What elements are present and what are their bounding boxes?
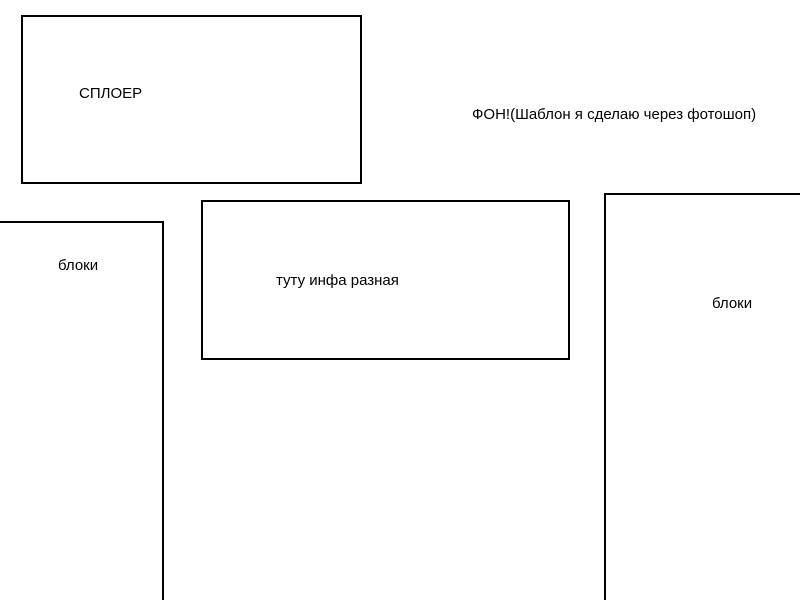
blocks-left-column [0, 221, 164, 600]
info-label: туту инфа разная [276, 272, 399, 289]
background-note: ФОН!(Шаблон я сделаю через фотошоп) [472, 106, 757, 123]
blocks-left-label: блоки [58, 257, 99, 274]
blocks-right-column [604, 193, 800, 600]
spoiler-box [21, 15, 362, 184]
info-box [201, 200, 570, 360]
blocks-right-label: блоки [712, 295, 753, 312]
spoiler-label: СПЛОЕР [79, 85, 143, 102]
